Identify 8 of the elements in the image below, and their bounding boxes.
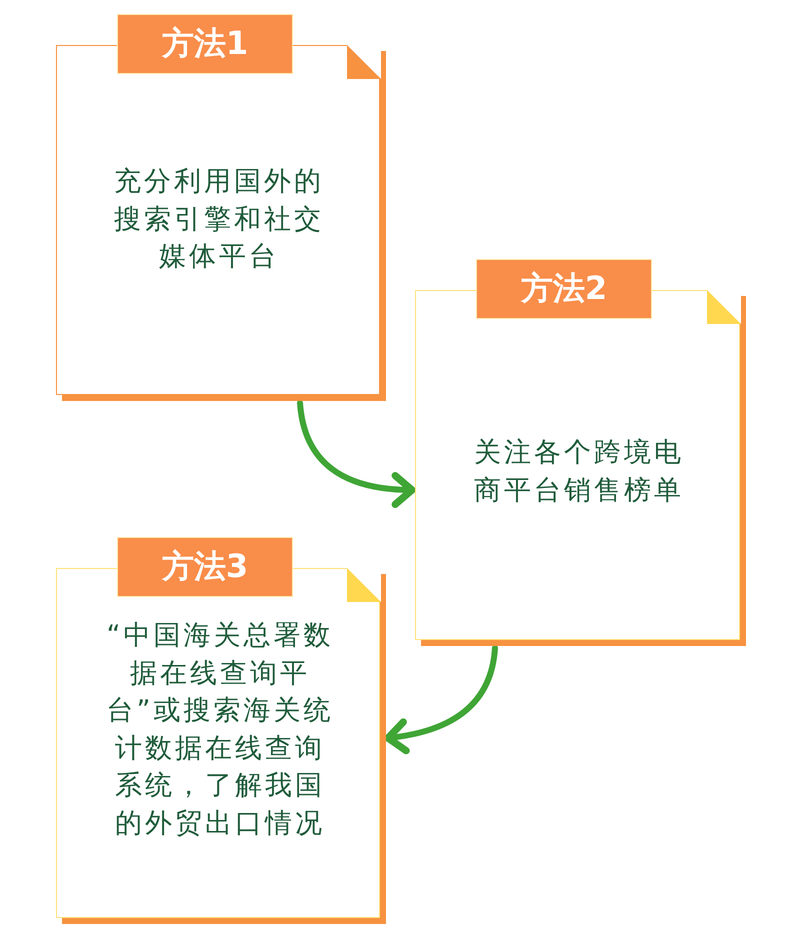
method-tab: 方法1 [117, 14, 293, 74]
method-tab: 方法2 [476, 259, 652, 319]
curved-arrow [384, 645, 498, 754]
card-text: 充分利用国外的搜索引擎和社交媒体平台 [113, 165, 325, 274]
method-tab: 方法3 [117, 537, 293, 597]
card-text: “中国海关总署数据在线查询平台”或搜索海关统计数据在线查询系统，了解我国的外贸出口情况 [106, 619, 334, 840]
card-text: 关注各个跨境电商平台销售榜单 [473, 436, 685, 508]
curved-arrow [297, 400, 416, 508]
